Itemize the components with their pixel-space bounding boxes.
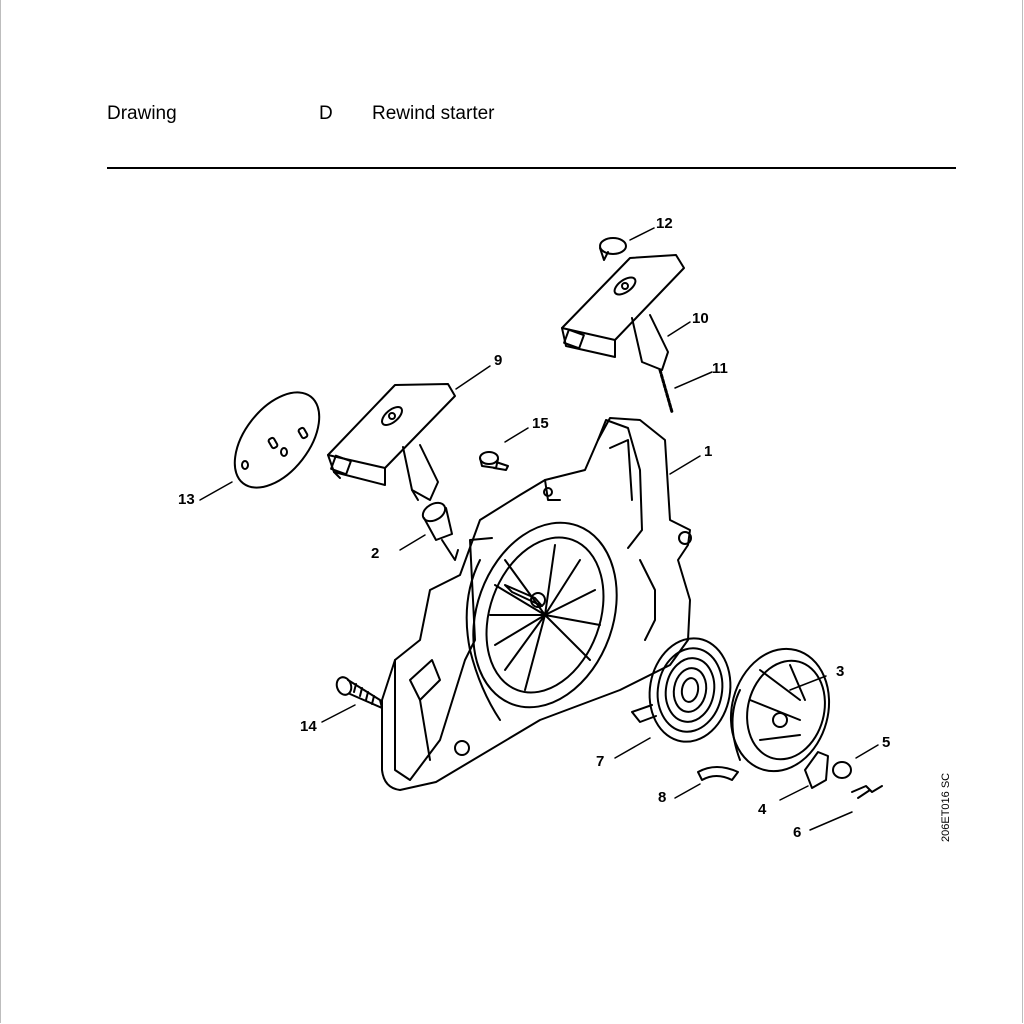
spring-housing — [697, 766, 739, 781]
callout-11: 11 — [712, 360, 728, 377]
callout-12: 12 — [656, 215, 673, 232]
callout-14: 14 — [300, 718, 317, 735]
grip-cap — [599, 237, 627, 261]
callout-3: 3 — [836, 663, 844, 680]
callout-7: 7 — [596, 753, 604, 770]
drawing-title: Rewind starter — [372, 103, 495, 124]
callout-labels: 1 2 3 4 5 6 7 8 9 10 11 12 13 14 15 — [178, 215, 890, 841]
pawl — [804, 751, 829, 789]
fan-housing — [381, 417, 692, 791]
screw — [335, 676, 383, 709]
leader-lines — [199, 227, 879, 831]
washer — [832, 761, 852, 779]
spring-clip — [851, 785, 883, 799]
rewind-spring — [631, 637, 732, 743]
rope-rotor — [729, 647, 831, 773]
starter-grip-left — [327, 383, 456, 501]
callout-15: 15 — [532, 415, 549, 432]
callout-2: 2 — [371, 545, 379, 562]
rope-guide-bush — [421, 501, 459, 561]
starter-grip-right — [561, 254, 685, 371]
callout-6: 6 — [793, 824, 801, 841]
drawing-label: Drawing — [107, 103, 177, 124]
callout-1: 1 — [704, 443, 712, 460]
pan-head-screw — [479, 451, 509, 471]
callout-5: 5 — [882, 734, 890, 751]
callout-4: 4 — [758, 801, 767, 818]
callout-8: 8 — [658, 789, 666, 806]
drawing-letter: D — [319, 103, 333, 124]
callout-13: 13 — [178, 491, 195, 508]
header-rule — [107, 167, 956, 169]
callout-10: 10 — [692, 310, 709, 327]
cover-plate — [233, 391, 321, 489]
callout-9: 9 — [494, 352, 502, 369]
starter-rope — [658, 368, 674, 414]
